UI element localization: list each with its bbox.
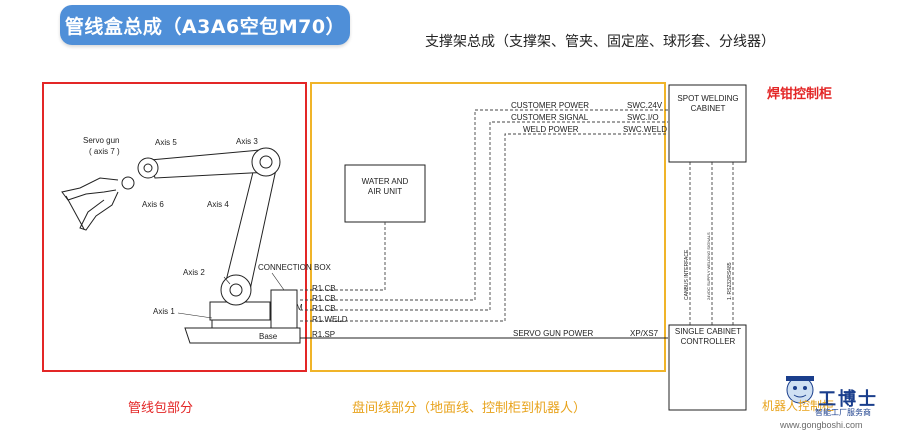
canbus-label: CANBUS INTERFACE (684, 249, 690, 300)
port-label: R1.CB (312, 304, 336, 313)
spot-cabinet-label-1: SPOT WELDING (677, 94, 738, 103)
gongboshi-logo (786, 376, 814, 404)
controller-label-1: SINGLE CABINET (675, 327, 741, 336)
axis1-label: Axis 1 (153, 307, 175, 316)
port-label: R1.CB (312, 284, 336, 293)
watermark-brand: 工博士 (818, 389, 878, 410)
gun-tip-line (65, 195, 85, 230)
axis6-label: Axis 6 (142, 200, 164, 209)
weld-power-label: WELD POWER (523, 125, 579, 134)
watermark-sub: 智能工厂服务商 (815, 408, 871, 417)
watermark-url: www.gongboshi.com (780, 420, 863, 430)
water-unit-label-2: AIR UNIT (368, 187, 402, 196)
swc24-label: SWC.24V (627, 101, 663, 110)
customer-power-label: CUSTOMER POWER (511, 101, 589, 110)
red-section-frame (42, 82, 307, 372)
port-label: R1.WELD (312, 315, 348, 324)
connection-box-label: CONNECTION BOX (258, 263, 332, 272)
water-air-unit-box (344, 164, 426, 223)
swcweld-label: SWC.WELD (623, 125, 667, 134)
controller-box (668, 324, 747, 411)
axis2-label: Axis 2 (183, 268, 205, 277)
page-title: 管线盒总成（A3A6空包M70） (60, 5, 350, 45)
supply-label: 24VDC SUPPLY WELDING SIGNALS (706, 232, 711, 300)
axis2-joint-inner (229, 283, 243, 297)
cable-customer-power (300, 109, 668, 301)
servo-motor (121, 176, 135, 190)
spot-welding-cabinet-box (668, 84, 747, 163)
gun-lower-jaw (79, 191, 119, 231)
spot-cabinet-label-2: CABINET (691, 104, 726, 113)
connection-box (270, 289, 298, 329)
dashed-cables (300, 109, 734, 325)
cable-weld-power (300, 133, 668, 322)
base-label: Base (259, 332, 278, 341)
axis7-label: ( axis 7 ) (89, 147, 120, 156)
controller-label-2: CONTROLLER (681, 337, 736, 346)
axis3-joint-inner (259, 155, 273, 169)
port-label: R1.SP (312, 330, 335, 339)
section-yellow-caption: 盘间线部分（地面线、控制柜到机器人） (352, 401, 587, 416)
servo-gun-label: Servo gun (83, 136, 119, 145)
axis3-label: Axis 3 (236, 137, 258, 146)
robot-illustration (61, 147, 301, 344)
cable-customer-signal (300, 121, 668, 311)
port-label: R1.CB (312, 294, 336, 303)
section-red-caption: 管线包部分 (128, 401, 194, 416)
gun-upper-jaw (61, 177, 119, 201)
spot-cabinet-cn-label: 焊钳控制柜 (767, 87, 833, 102)
rs-label: 1. RS232/RS485 (727, 262, 733, 300)
servo-gun-power-label: SERVO GUN POWER (513, 329, 594, 338)
axis5-label: Axis 5 (155, 138, 177, 147)
motor-label: M (296, 303, 303, 312)
water-unit-label-1: WATER AND (362, 177, 409, 186)
robot-base-plate (184, 327, 301, 344)
axis4-label: Axis 4 (207, 200, 229, 209)
controller-cn-caption: 机器人控制柜 (762, 399, 835, 413)
customer-signal-label: CUSTOMER SIGNAL (511, 113, 589, 122)
cable-water (300, 222, 386, 291)
axis5-joint-inner (143, 163, 153, 173)
xp-label: XP/XS7 (630, 329, 659, 338)
swcio-label: SWC.I/O (627, 113, 659, 122)
yellow-section-frame (310, 82, 666, 372)
subtitle: 支撑架总成（支撑架、管夹、固定座、球形套、分线器） (425, 34, 775, 50)
